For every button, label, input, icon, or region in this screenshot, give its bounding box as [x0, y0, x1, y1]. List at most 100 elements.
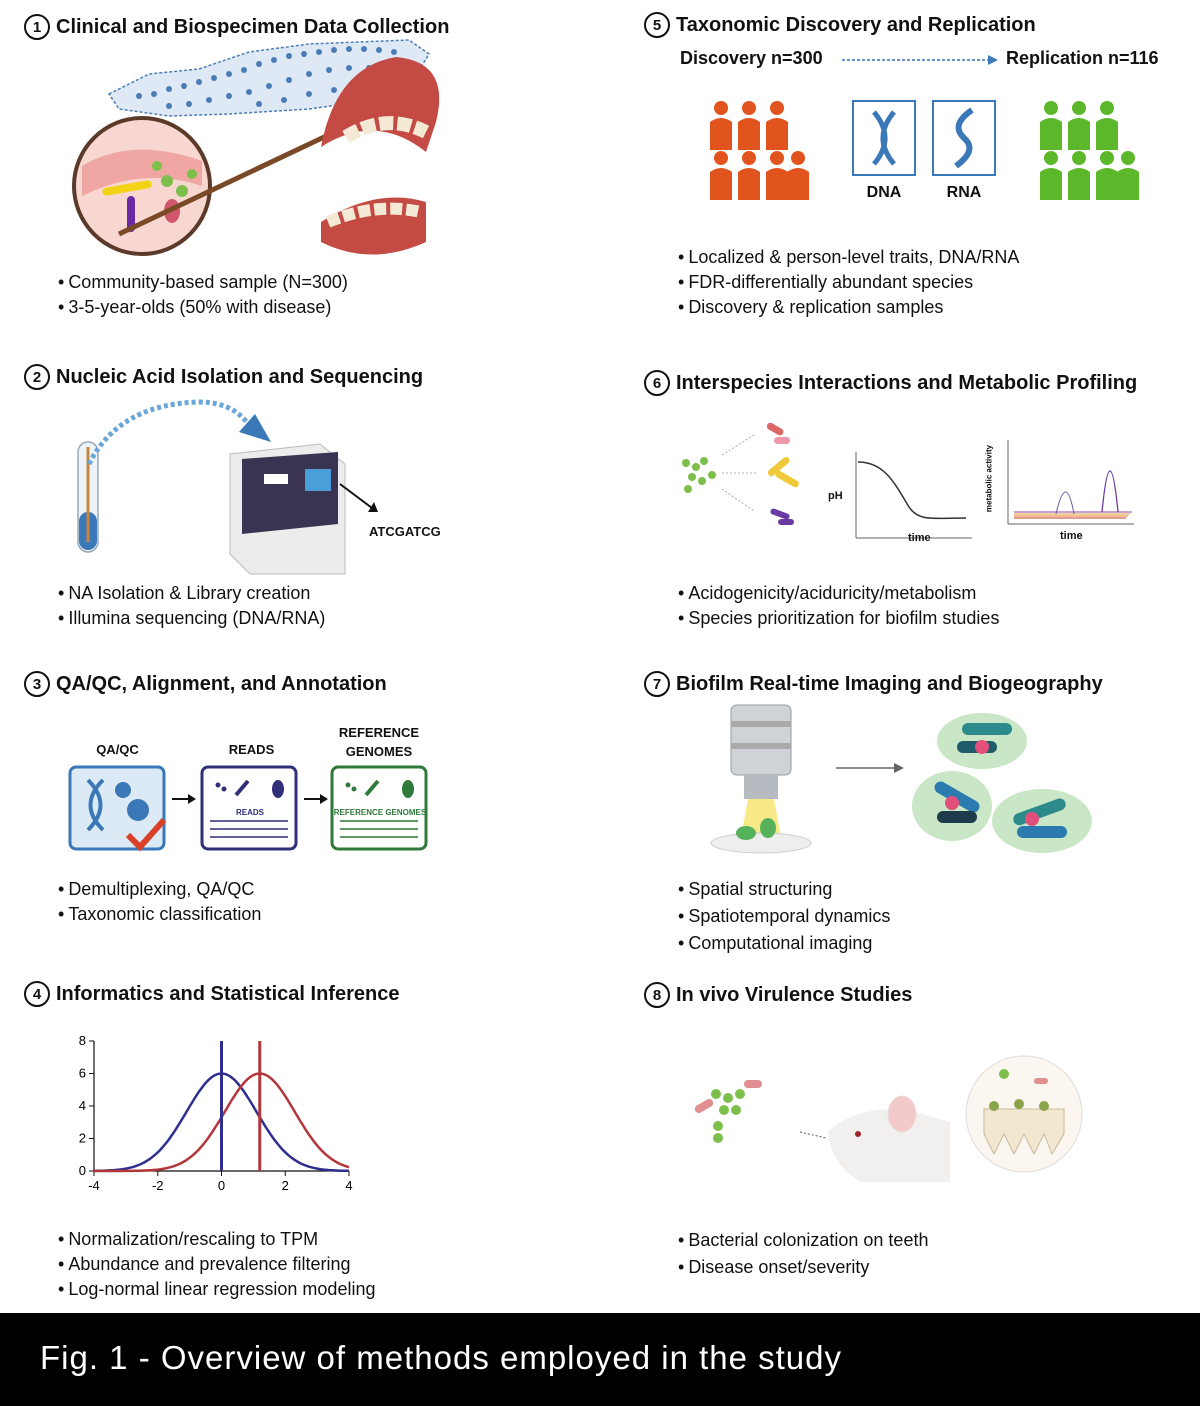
- biofilm-cluster-icon: [912, 713, 1092, 853]
- bullet-list: Spatial structuring Spatiotemporal dynam…: [678, 876, 890, 957]
- person-icon: [710, 101, 732, 150]
- reference-genomes-box-icon: [330, 765, 428, 851]
- infected-teeth-icon: [965, 1055, 1083, 1173]
- bullet: Spatial structuring: [678, 876, 890, 903]
- title-text: Taxonomic Discovery and Replication: [676, 13, 1036, 36]
- caption-text: Fig. 1 - Overview of methods employed in…: [40, 1339, 843, 1376]
- x-tick-label: -4: [88, 1178, 100, 1193]
- x-tick-label: -2: [152, 1178, 164, 1193]
- person-icon: [1096, 101, 1118, 150]
- dotted-arrow-icon: [842, 55, 998, 65]
- x-tick-label: 4: [345, 1178, 352, 1193]
- panel-title: 5 Taxonomic Discovery and Replication: [644, 12, 1036, 38]
- sequencer-machine-icon: [229, 443, 346, 575]
- dna-label: DNA: [866, 184, 902, 201]
- mouse-icon: [799, 1095, 950, 1182]
- person-icon: [787, 151, 809, 200]
- reference-genomes-box-title: REFERENCE GENOMES: [338, 725, 420, 759]
- panel-in-vivo: 8 In vivo Virulence Studies Bacterial co…: [644, 982, 1200, 1292]
- bullet: Bacterial colonization on teeth: [678, 1227, 928, 1254]
- title-text: QA/QC, Alignment, and Annotation: [56, 672, 387, 695]
- person-icon: [1068, 101, 1090, 150]
- bullet: Taxonomic classification: [58, 902, 261, 927]
- reads-box-icon: [200, 765, 298, 851]
- y-tick-label: 8: [79, 1033, 86, 1048]
- sequence-arrow-icon: [339, 483, 378, 512]
- rna-label: RNA: [946, 184, 982, 201]
- y-tick-label: 4: [79, 1098, 86, 1113]
- person-icon: [1068, 151, 1090, 200]
- bullet: Illumina sequencing (DNA/RNA): [58, 606, 325, 631]
- bullet: Demultiplexing, QA/QC: [58, 877, 261, 902]
- bullet: NA Isolation & Library creation: [58, 581, 325, 606]
- panel-qaqc: 3 QA/QC, Alignment, and Annotation QA/QC…: [24, 671, 584, 941]
- bullet: Computational imaging: [678, 930, 890, 957]
- step-number: 5: [644, 12, 670, 38]
- reads-box-title: READS: [228, 742, 275, 757]
- person-icon: [1040, 101, 1062, 150]
- panel-informatics: 4 Informatics and Statistical Inference …: [24, 981, 584, 1301]
- panel-interactions: 6 Interspecies Interactions and Metaboli…: [644, 370, 1200, 640]
- replication-people-icon: [1040, 101, 1139, 200]
- arrow-icon: [304, 794, 328, 804]
- qaqc-box-icon: [68, 765, 167, 852]
- step-number: 1: [24, 14, 50, 40]
- bullet: Community-based sample (N=300): [58, 270, 348, 295]
- qaqc-box-title: QA/QC: [96, 742, 139, 757]
- ph-chart: [855, 452, 972, 539]
- bullet-list: Community-based sample (N=300) 3-5-year-…: [58, 270, 348, 320]
- x-tick-label: 0: [218, 1178, 225, 1193]
- person-icon: [766, 101, 788, 150]
- panel-title: 1 Clinical and Biospecimen Data Collecti…: [24, 14, 449, 40]
- x-tick-label: 2: [282, 1178, 289, 1193]
- panel-title: 6 Interspecies Interactions and Metaboli…: [644, 370, 1137, 396]
- dna-icon: [852, 100, 916, 176]
- panel-biofilm: 7 Biofilm Real-time Imaging and Biogeogr…: [644, 671, 1200, 961]
- ph-axis-label: pH: [828, 490, 843, 502]
- bacteria-interaction-icon: [682, 422, 799, 525]
- title-text: Interspecies Interactions and Metabolic …: [676, 371, 1138, 394]
- person-icon: [738, 151, 760, 200]
- discovery-people-icon: [710, 101, 809, 200]
- step-number: 8: [644, 982, 670, 1008]
- dna-strand-arrow-icon: [86, 399, 271, 466]
- bullet: Abundance and prevalence filtering: [58, 1252, 375, 1277]
- figure-caption: Fig. 1 - Overview of methods employed in…: [0, 1313, 1200, 1406]
- step-number: 6: [644, 370, 670, 396]
- panel-discovery: 5 Taxonomic Discovery and Replication Di…: [644, 12, 1200, 322]
- step-number: 7: [644, 671, 670, 697]
- metabolic-activity-chart: [1007, 440, 1134, 525]
- bullet: FDR-differentially abundant species: [678, 270, 1019, 295]
- bullet: Acidogenicity/aciduricity/metabolism: [678, 581, 999, 606]
- rna-icon: [932, 100, 996, 176]
- person-icon: [1117, 151, 1139, 200]
- ph-time-label: time: [908, 532, 931, 544]
- bullet-list: Acidogenicity/aciduricity/metabolism Spe…: [678, 581, 999, 631]
- bullet-list: Demultiplexing, QA/QC Taxonomic classifi…: [58, 877, 261, 927]
- title-text: Nucleic Acid Isolation and Sequencing: [56, 365, 424, 388]
- reference-box-inner-label: REFERENCE GENOMES: [333, 808, 427, 817]
- discovery-label: Discovery n=300: [680, 48, 823, 68]
- panel-title: 8 In vivo Virulence Studies: [644, 982, 912, 1008]
- person-icon: [710, 151, 732, 200]
- title-text: In vivo Virulence Studies: [676, 983, 913, 1006]
- y-tick-label: 6: [79, 1066, 86, 1081]
- title-text: Clinical and Biospecimen Data Collection: [56, 15, 450, 38]
- person-icon: [1096, 151, 1118, 200]
- bullet: Disease onset/severity: [678, 1254, 928, 1281]
- metabolic-time-label: time: [1060, 530, 1083, 542]
- swab-stick-icon: [117, 127, 341, 237]
- bullet: Discovery & replication samples: [678, 295, 1019, 320]
- replication-label: Replication n=116: [1006, 48, 1159, 68]
- panel-title: 2 Nucleic Acid Isolation and Sequencing: [24, 364, 423, 390]
- teeth-icon: [321, 57, 440, 255]
- oral-swab-sample-icon: [72, 116, 212, 256]
- title-text: Biofilm Real-time Imaging and Biogeograp…: [676, 672, 1103, 695]
- bullet-list: Normalization/rescaling to TPM Abundance…: [58, 1227, 375, 1302]
- y-tick-label: 2: [79, 1131, 86, 1146]
- bullet: Spatiotemporal dynamics: [678, 903, 890, 930]
- test-tube-icon: [77, 441, 99, 553]
- panel-sequencing: 2 Nucleic Acid Isolation and Sequencing …: [24, 364, 584, 644]
- bullet: Log-normal linear regression modeling: [58, 1277, 375, 1302]
- metabolic-axis-label: metabolic activity: [984, 444, 994, 513]
